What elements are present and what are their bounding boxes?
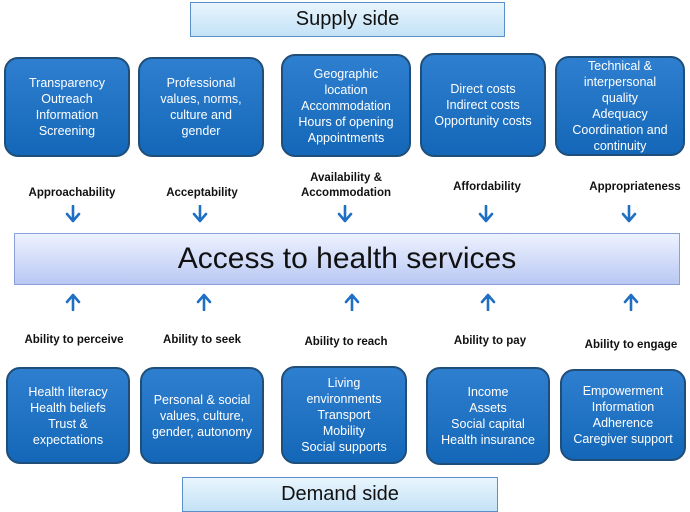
supply-box-line: continuity — [593, 139, 647, 153]
supply-box-line: Indirect costs — [446, 98, 520, 112]
supply-box-line: Screening — [38, 124, 96, 138]
demand-box-line: Assets — [469, 401, 507, 415]
supply-box-line: Professional — [166, 76, 236, 90]
up-arrow-icon — [480, 293, 496, 311]
supply-side-title: Supply side — [295, 8, 400, 30]
supply-box-line: Transparency — [29, 76, 105, 90]
supply-box-line: values, norms, — [160, 92, 242, 106]
demand-box-line: Income — [467, 385, 509, 399]
supply-dimension-label: Acceptability — [166, 187, 238, 199]
up-arrow-icon — [196, 293, 212, 311]
supply-dimension-label: Availability & Accommodation — [276, 171, 416, 201]
supply-box-line: Technical & — [588, 59, 652, 73]
demand-box-line: Personal & social — [153, 392, 251, 407]
supply-dimension-label-line: Availability & — [310, 172, 382, 184]
up-arrow-icon — [344, 293, 360, 311]
demand-dimension-label: Ability to pay — [453, 335, 527, 347]
demand-box-line: Trust & — [48, 416, 88, 431]
demand-box-line: Health insurance — [441, 433, 535, 447]
demand-dimension-label: Ability to perceive — [24, 334, 124, 346]
demand-side-banner: Demand side — [182, 477, 498, 512]
supply-box-line: Geographic — [313, 66, 379, 81]
demand-box-line: Adherence — [592, 416, 654, 430]
central-access-box: Access to health services — [14, 233, 680, 285]
supply-box-line: Outreach — [41, 92, 93, 106]
down-arrow-icon — [65, 205, 81, 223]
central-title: Access to health services — [177, 242, 517, 275]
demand-box-line: expectations — [32, 432, 104, 447]
demand-box-line: Information — [591, 400, 655, 414]
supply-box-line: Direct costs — [450, 82, 516, 96]
supply-box-line: Appointments — [307, 130, 385, 145]
supply-side-banner: Supply side — [190, 2, 505, 37]
supply-box-line: Information — [35, 108, 99, 122]
demand-box-line: Caregiver support — [573, 432, 673, 446]
demand-box-line: Transport — [317, 408, 371, 422]
supply-dimension-label: Appropriateness — [589, 181, 681, 193]
supply-dimension-label-line: Accommodation — [300, 187, 392, 199]
demand-box-line: Health literacy — [28, 384, 108, 399]
demand-dimension-label: Ability to reach — [304, 336, 388, 348]
supply-dimension-label: Affordability — [453, 181, 521, 193]
up-arrow-icon — [623, 293, 639, 311]
supply-box-line: quality — [601, 91, 639, 105]
down-arrow-icon — [478, 205, 494, 223]
supply-box-line: Opportunity costs — [434, 114, 532, 128]
demand-box-line: Social capital — [451, 417, 525, 431]
demand-box-line: Living — [327, 376, 361, 390]
down-arrow-icon — [192, 205, 208, 223]
supply-box-line: location — [324, 82, 368, 97]
supply-box-line: culture and — [170, 108, 232, 122]
demand-box-line: Social supports — [301, 440, 387, 454]
demand-box-line: environments — [306, 392, 382, 406]
supply-box-line: Accommodation — [301, 98, 391, 113]
supply-box-line: gender — [181, 124, 221, 138]
demand-dimension-label: Ability to seek — [163, 334, 241, 346]
demand-box-line: values, culture, — [159, 408, 245, 423]
down-arrow-icon — [621, 205, 637, 223]
demand-box-line: Empowerment — [582, 384, 664, 398]
supply-dimension-label: Approachability — [28, 187, 116, 199]
demand-dimension-label: Ability to engage — [584, 339, 678, 351]
demand-side-title: Demand side — [281, 483, 399, 505]
supply-box-line: interpersonal — [583, 75, 657, 89]
demand-box-line: Mobility — [322, 424, 366, 438]
demand-box-line: Health beliefs — [30, 400, 106, 415]
demand-box-line: gender, autonomy — [151, 424, 253, 439]
down-arrow-icon — [337, 205, 353, 223]
supply-box-line: Hours of opening — [298, 114, 394, 129]
supply-box-line: Coordination and — [572, 123, 668, 137]
up-arrow-icon — [65, 293, 81, 311]
supply-box-2: Professional values, norms, culture and gen… — [138, 57, 264, 157]
supply-box-line: Adequacy — [592, 107, 648, 121]
